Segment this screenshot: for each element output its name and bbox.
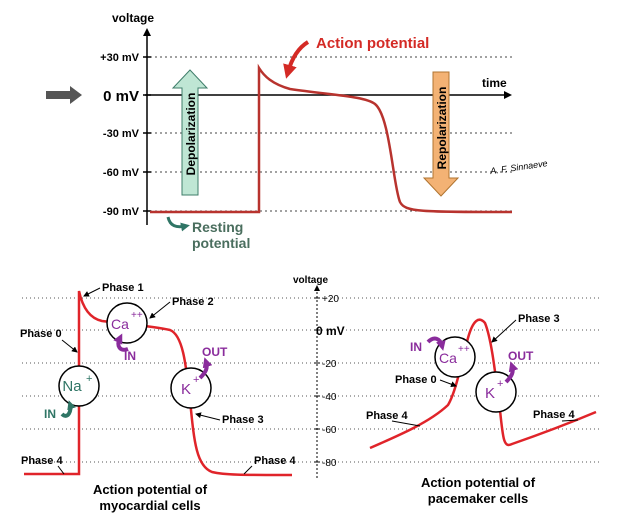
top-x-axis-label: time bbox=[482, 76, 507, 90]
pacemaker-trace bbox=[369, 318, 597, 450]
myocardial-trace bbox=[24, 290, 293, 477]
myo-ca-flow-label: IN bbox=[124, 349, 136, 363]
pace-ca-ion-channel: Ca ++ IN bbox=[410, 336, 476, 378]
pace-phase-0-label: Phase 0 bbox=[395, 374, 437, 386]
bottom-tick-minus20: -20 bbox=[322, 359, 337, 370]
na-ion-channel: Na + IN bbox=[44, 365, 100, 421]
tick-label-0mv: 0 mV bbox=[103, 88, 139, 105]
pace-k-flow-arrow bbox=[504, 361, 519, 384]
myo-k-ion-label: K bbox=[181, 381, 191, 398]
pace-phase-4-left-label: Phase 4 bbox=[366, 410, 408, 422]
pace-k-flow-label: OUT bbox=[508, 349, 534, 363]
depolarization-arrow: Depolarization bbox=[171, 69, 209, 196]
tick-label-minus60: -60 mV bbox=[103, 167, 140, 179]
resting-label-line2: potential bbox=[192, 235, 250, 251]
top-y-axis-label: voltage bbox=[112, 11, 154, 25]
myo-ca-flow-arrow bbox=[113, 333, 129, 352]
pace-caption-line2: pacemaker cells bbox=[428, 491, 528, 506]
bottom-axis-label: voltage bbox=[293, 275, 328, 286]
action-potential-title: Action potential bbox=[316, 35, 429, 52]
myo-caption-line2: myocardial cells bbox=[99, 498, 200, 513]
pace-ca-flow-label: IN bbox=[410, 340, 422, 354]
top-gridlines bbox=[145, 56, 515, 212]
repolarization-arrow: Repolarization bbox=[422, 71, 460, 197]
myo-ca-ion-label: Ca bbox=[111, 316, 129, 332]
myocardial-panel: Phase 1 Phase 2 Phase 0 Phase 3 Phase 4 … bbox=[20, 282, 296, 513]
pacemaker-panel: Phase 3 Phase 0 Phase 4 Phase 4 Ca ++ IN… bbox=[366, 313, 597, 506]
pace-phase-3-label: Phase 3 bbox=[518, 313, 560, 325]
top-panel: voltage time +30 mV 0 mV -30 mV -60 mV -… bbox=[46, 11, 548, 251]
myo-phase-4-right-label: Phase 4 bbox=[254, 455, 296, 467]
myo-phase-4-left-label: Phase 4 bbox=[21, 455, 63, 467]
pace-ca-charge: ++ bbox=[458, 344, 470, 355]
na-ion-label: Na bbox=[62, 378, 82, 395]
bottom-tick-minus80: -80 bbox=[322, 458, 337, 469]
pace-k-ion-label: K bbox=[485, 385, 495, 402]
top-action-potential-trace bbox=[150, 63, 513, 214]
pace-k-charge: + bbox=[497, 378, 503, 390]
myo-phase-3-label: Phase 3 bbox=[222, 414, 264, 426]
pace-ca-ion-label: Ca bbox=[439, 350, 457, 366]
pace-caption-line1: Action potential of bbox=[421, 475, 536, 490]
depolarization-label: Depolarization bbox=[184, 93, 198, 176]
pace-k-ion-channel: K + OUT bbox=[475, 349, 534, 413]
zero-pointer-arrow bbox=[46, 86, 82, 104]
myo-k-flow-label: OUT bbox=[202, 345, 228, 359]
bottom-voltage-axis: voltage +20 0 mV -20 -40 -60 -80 bbox=[293, 275, 345, 478]
tick-label-minus30: -30 mV bbox=[103, 128, 140, 140]
pace-ca-flow-arrow bbox=[426, 336, 446, 351]
bottom-tick-0mv: 0 mV bbox=[316, 324, 345, 338]
myo-k-ion-channel: K + OUT bbox=[170, 345, 228, 409]
myo-ca-charge: ++ bbox=[131, 310, 143, 321]
na-flow-arrow bbox=[60, 400, 76, 418]
myo-ca-ion-channel: Ca ++ IN bbox=[106, 302, 148, 363]
myo-phase-2-label: Phase 2 bbox=[172, 296, 214, 308]
resting-potential-arrow bbox=[166, 216, 190, 232]
myo-k-flow-arrow bbox=[198, 357, 213, 380]
myo-phase-0-label: Phase 0 bbox=[20, 328, 62, 340]
bottom-tick-minus40: -40 bbox=[322, 392, 337, 403]
tick-label-plus30: +30 mV bbox=[100, 52, 139, 64]
na-charge: + bbox=[86, 373, 92, 385]
myo-caption-line1: Action potential of bbox=[93, 482, 208, 497]
na-flow-label: IN bbox=[44, 407, 56, 421]
action-potential-pointer bbox=[283, 40, 310, 79]
resting-label-line1: Resting bbox=[192, 219, 243, 235]
repolarization-label: Repolarization bbox=[435, 87, 449, 170]
myo-phase-1-label: Phase 1 bbox=[102, 282, 144, 294]
myo-k-charge: + bbox=[193, 374, 199, 386]
author-signature: A. F. Sinnaeve bbox=[488, 158, 548, 176]
top-ticks bbox=[143, 56, 151, 212]
bottom-tick-plus20: +20 bbox=[322, 294, 339, 305]
tick-label-minus90: -90 mV bbox=[103, 206, 140, 218]
bottom-tick-minus60: -60 bbox=[322, 425, 337, 436]
pace-phase-4-right-label: Phase 4 bbox=[533, 409, 575, 421]
